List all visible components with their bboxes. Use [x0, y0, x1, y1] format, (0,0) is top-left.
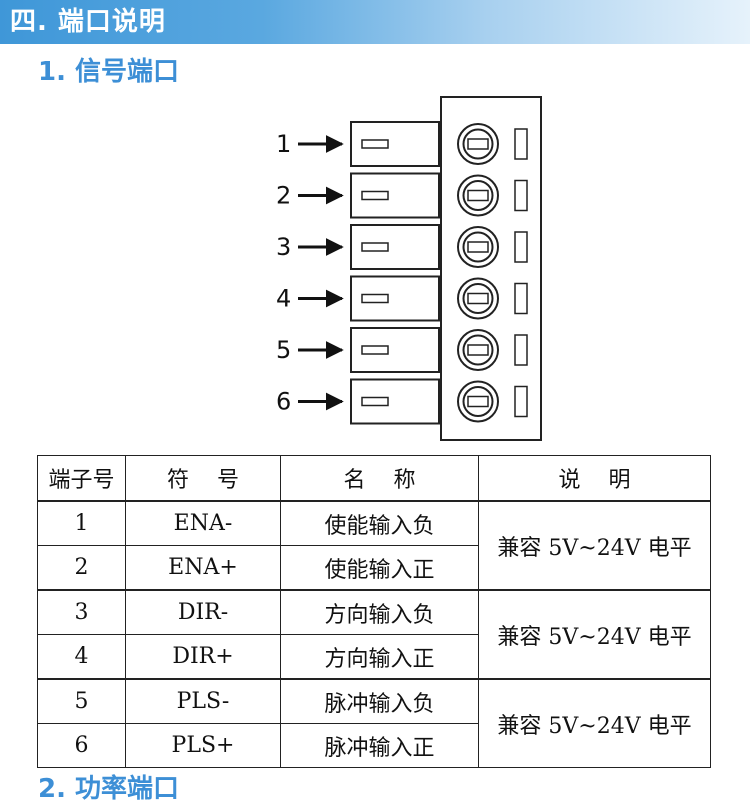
slot-opening: [361, 242, 389, 252]
cell-name: 脉冲输入正: [280, 723, 479, 768]
slot-opening: [361, 190, 389, 201]
section-header-bar: 四. 端口说明: [0, 0, 750, 44]
cell-name: 方向输入正: [280, 634, 479, 680]
header-description: 说明: [478, 455, 711, 502]
table-row: 1 ENA- 使能输入负 兼容 5V~24V 电平: [37, 500, 711, 591]
cell-description: 兼容 5V~24V 电平: [478, 678, 711, 768]
cell-symbol: PLS+: [125, 723, 281, 768]
pin-number-label: 1: [276, 130, 291, 158]
cell-name: 脉冲输入负: [280, 678, 479, 724]
screw-slot: [467, 292, 489, 305]
cell-terminal-no: 6: [37, 723, 126, 768]
header-name: 名称: [280, 455, 479, 502]
slot-opening: [361, 139, 389, 149]
slot-opening: [361, 396, 389, 407]
cell-description: 兼容 5V~24V 电平: [478, 589, 711, 680]
cell-terminal-no: 3: [37, 589, 126, 635]
contact-window: [514, 334, 528, 366]
power-port-title: 2. 功率端口: [38, 774, 180, 804]
table-row: 6 PLS+ 脉冲输入正: [37, 723, 711, 768]
cell-symbol: ENA+: [125, 545, 281, 591]
contact-window: [514, 231, 528, 263]
contact-window: [514, 385, 528, 418]
screw-slot: [467, 395, 489, 408]
slot-opening: [361, 345, 389, 355]
cell-terminal-no: 2: [37, 545, 126, 591]
cell-symbol: ENA-: [125, 500, 281, 546]
screw-slot: [467, 241, 489, 253]
contact-window: [514, 128, 528, 160]
table-row: 3 DIR- 方向输入负 兼容 5V~24V 电平: [37, 589, 711, 680]
signal-port-table: 端子号 符号 名称 说明 1 ENA- 使能输入负 兼容 5V~24V 电平 2…: [37, 455, 711, 768]
signal-connector-diagram: 1 2 3 4 5 6: [276, 96, 542, 441]
section-title: 四. 端口说明: [10, 7, 166, 37]
header-symbol: 符号: [125, 455, 281, 502]
screw-slot: [467, 138, 489, 150]
slot-opening: [361, 293, 389, 304]
cell-name: 使能输入负: [280, 500, 479, 546]
table-row: 4 DIR+ 方向输入正: [37, 634, 711, 680]
table-header-row: 端子号 符号 名称 说明: [37, 455, 711, 502]
cell-name: 方向输入负: [280, 589, 479, 635]
cell-description: 兼容 5V~24V 电平: [478, 500, 711, 591]
cell-terminal-no: 4: [37, 634, 126, 680]
wire-entry-slot: [350, 275, 440, 322]
cell-terminal-no: 1: [37, 500, 126, 546]
cell-symbol: DIR-: [125, 589, 281, 635]
cell-symbol: DIR+: [125, 634, 281, 680]
pin-number-label: 2: [276, 182, 291, 210]
cell-terminal-no: 5: [37, 678, 126, 724]
table-row: 5 PLS- 脉冲输入负 兼容 5V~24V 电平: [37, 678, 711, 768]
header-terminal-no: 端子号: [37, 455, 126, 502]
contact-window: [514, 282, 528, 315]
cell-symbol: PLS-: [125, 678, 281, 724]
screw-slot: [467, 344, 489, 356]
pin-number-label: 4: [276, 285, 291, 313]
pin-number-label: 6: [276, 388, 291, 416]
pin-number-label: 5: [276, 336, 291, 364]
cell-name: 使能输入正: [280, 545, 479, 591]
pin-number-label: 3: [276, 233, 291, 261]
contact-window: [514, 179, 528, 212]
screw-slot: [467, 189, 489, 202]
signal-port-title: 1. 信号端口: [38, 57, 180, 87]
table-row: 2 ENA+ 使能输入正: [37, 545, 711, 591]
